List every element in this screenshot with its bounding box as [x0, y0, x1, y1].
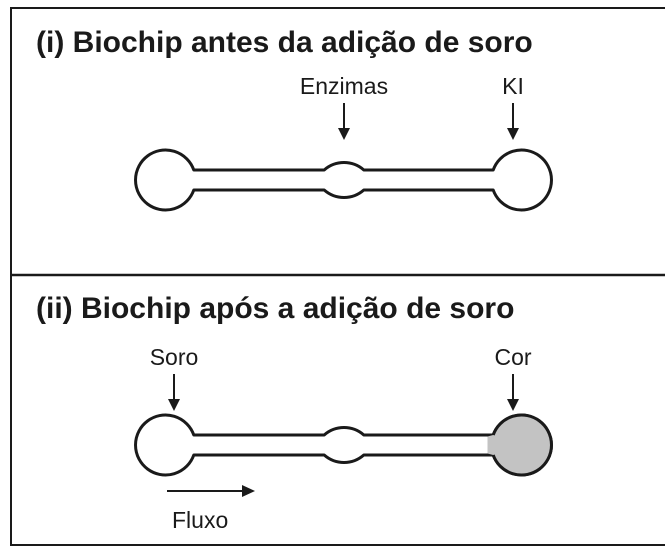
label-flow: Fluxo	[172, 507, 228, 533]
panel-ii-title: (ii) Biochip após a adição de soro	[36, 292, 514, 325]
label-enzymes: Enzimas	[300, 73, 388, 99]
panel-ii: (ii) Biochip após a adição de soro Soro …	[36, 292, 553, 533]
arrow-enzymes	[338, 103, 350, 140]
arrow-serum	[168, 374, 180, 411]
biochip-i	[134, 148, 553, 212]
panel-i-title: (i) Biochip antes da adição de soro	[36, 26, 533, 59]
label-color: Cor	[494, 344, 531, 370]
label-serum: Soro	[150, 344, 199, 370]
arrow-ki	[507, 103, 519, 140]
figure-frame	[10, 7, 665, 546]
label-ki: KI	[502, 73, 524, 99]
panel-i: (i) Biochip antes da adição de soro Enzi…	[36, 26, 553, 212]
biochip-ii	[134, 413, 553, 477]
flow-arrow	[167, 485, 255, 497]
colored-well-outline	[491, 413, 553, 477]
colored-well	[487, 415, 552, 475]
arrow-color	[507, 374, 519, 411]
biochip-i-channel	[134, 148, 553, 212]
